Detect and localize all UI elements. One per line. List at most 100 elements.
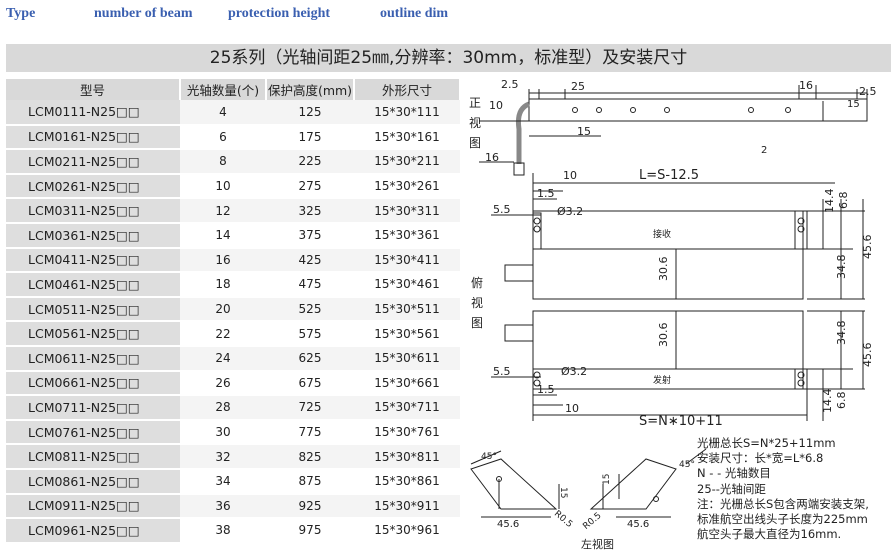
- cell-height: 975: [266, 518, 354, 544]
- dim-5-5-top: 5.5: [493, 203, 511, 216]
- cell-model: LCM0411-N25□□: [6, 247, 180, 274]
- front-view-label-3: 图: [469, 136, 481, 150]
- table-title: 25系列（光轴间距25㎜,分辨率：30mm，标准型）及安装尺寸: [6, 44, 891, 72]
- cell-model: LCM0761-N25□□: [6, 419, 180, 446]
- cell-outline: 15*30*611: [354, 345, 460, 372]
- cell-outline: 15*30*511: [354, 296, 460, 323]
- col-outline: 外形尺寸: [354, 79, 461, 100]
- col-height: 保护高度(mm): [266, 79, 355, 100]
- cell-model: LCM0811-N25□□: [6, 444, 180, 470]
- cell-height: 875: [266, 468, 354, 495]
- receiver-top: [532, 210, 804, 250]
- dim-6-8-bottom: 6.8: [835, 392, 848, 410]
- cell-beams: 22: [180, 321, 266, 347]
- cell-height: 275: [266, 173, 354, 200]
- emitter-hole: [533, 379, 541, 387]
- receiver-hole: [533, 225, 541, 233]
- dim-6-8-top: 6.8: [837, 192, 850, 210]
- dim-10-front: 10: [489, 99, 503, 112]
- cell-beams: 38: [180, 518, 266, 544]
- emitter-connector: [504, 324, 534, 342]
- cell-beams: 16: [180, 247, 266, 274]
- cell-height: 375: [266, 222, 354, 249]
- cell-model: LCM0111-N25□□: [6, 100, 180, 126]
- front-hole: [596, 107, 602, 113]
- front-hole: [785, 107, 791, 113]
- dim-16-cable: 16: [485, 151, 499, 164]
- dim-hole-bottom: Ø3.2: [561, 365, 587, 378]
- cell-height: 675: [266, 370, 354, 397]
- dim-10-bottom: 10: [565, 402, 579, 415]
- cell-outline: 15*30*461: [354, 272, 460, 298]
- cell-height: 525: [266, 296, 354, 323]
- cell-height: 175: [266, 124, 354, 151]
- dim-10-top: 10: [563, 169, 577, 182]
- cell-beams: 20: [180, 296, 266, 323]
- dim-45-6-side-left: 45.6: [497, 519, 519, 530]
- dim-1-5-bottom: 1.5: [537, 383, 555, 396]
- cell-height: 775: [266, 419, 354, 446]
- cable: [516, 101, 531, 164]
- emitter-hole: [797, 371, 805, 379]
- receiver-connector: [504, 264, 534, 282]
- dim-15-side: 15: [847, 99, 860, 110]
- header-height: protection height: [228, 6, 331, 21]
- front-hole: [572, 107, 578, 113]
- angle-45-right: 45°: [679, 460, 695, 470]
- installation-drawing: 正 视 图 俯 视 图 左视图 接收 发射 2.5 25 16 2.5 10 1…: [469, 79, 877, 551]
- cell-height: 925: [266, 493, 354, 520]
- cell-outline: 15*30*811: [354, 444, 460, 470]
- emitter-hole: [797, 379, 805, 387]
- angle-45-left: 45°: [481, 452, 497, 462]
- dim-45-6-side-right: 45.6: [627, 519, 649, 530]
- column-header-legend: Type number of beam protection height ou…: [0, 0, 891, 30]
- dim-14-4-bottom: 14.4: [821, 389, 834, 414]
- cell-outline: 15*30*961: [354, 518, 460, 544]
- receiver-bracket-right: [794, 210, 808, 250]
- cell-outline: 15*30*661: [354, 370, 460, 397]
- dim-hole-top: Ø3.2: [557, 205, 583, 218]
- dim-45-6-top: 45.6: [861, 235, 874, 260]
- emitter-bracket-right: [794, 368, 808, 390]
- front-hole: [748, 107, 754, 113]
- note-line: 安装尺寸：长*宽=L*6.8: [697, 451, 824, 466]
- front-view-label-1: 正: [469, 96, 481, 110]
- dim-14-4-top: 14.4: [823, 189, 836, 214]
- notes: 光栅总长S=N*25+11mm 安装尺寸：长*宽=L*6.8 N - - 光轴数…: [697, 436, 891, 542]
- dim-30-6-top: 30.6: [657, 257, 670, 282]
- cell-model: LCM0711-N25□□: [6, 395, 180, 421]
- cell-beams: 28: [180, 395, 266, 421]
- cell-beams: 30: [180, 419, 266, 446]
- dim-15-side-right: 15: [602, 474, 612, 485]
- header-outline: outline dim: [380, 6, 449, 21]
- cell-beams: 36: [180, 493, 266, 520]
- top-view-label-2: 视: [471, 295, 483, 310]
- cell-beams: 26: [180, 370, 266, 397]
- radius-right: R0.5: [581, 511, 603, 532]
- cell-model: LCM0261-N25□□: [6, 173, 180, 200]
- cell-outline: 15*30*861: [354, 468, 460, 495]
- note-line: N - - 光轴数目: [697, 466, 771, 481]
- cell-height: 425: [266, 247, 354, 274]
- cell-beams: 18: [180, 272, 266, 298]
- header-type: Type: [6, 6, 36, 21]
- table-header-row: 型号 光轴数量(个) 保护高度(mm) 外形尺寸: [6, 79, 461, 100]
- cell-outline: 15*30*211: [354, 149, 460, 175]
- cell-outline: 15*30*361: [354, 222, 460, 249]
- front-hole: [630, 107, 636, 113]
